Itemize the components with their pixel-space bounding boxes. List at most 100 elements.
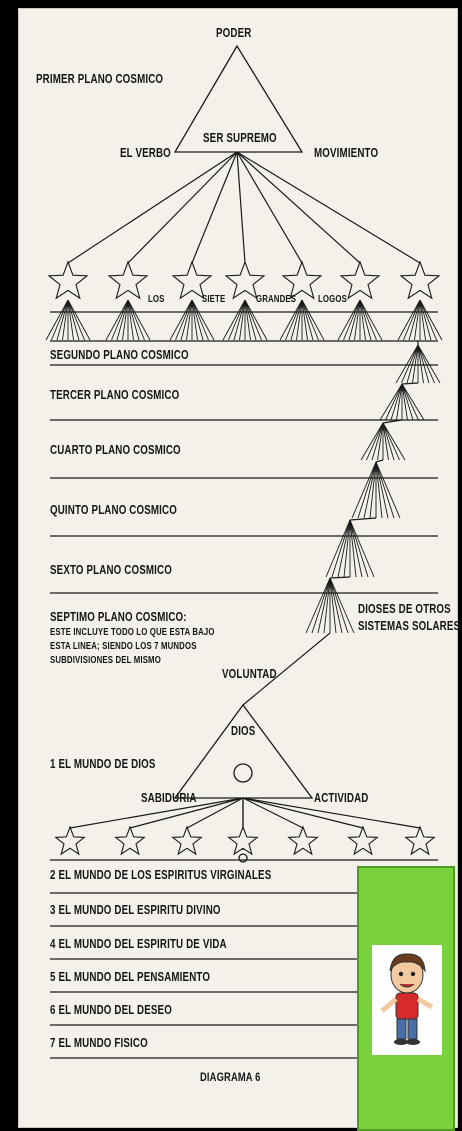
logos-star-fan bbox=[245, 300, 256, 340]
logos-star-fan bbox=[181, 300, 192, 340]
label-grandes: GRANDES bbox=[256, 293, 296, 307]
descending-fan bbox=[402, 384, 424, 420]
label-logos: LOGOS bbox=[318, 293, 347, 307]
label-tercer-plano: TERCER PLANO COSMICO bbox=[50, 388, 179, 402]
logos-star bbox=[401, 262, 439, 298]
ser-supremo-ray bbox=[237, 152, 302, 263]
dios-triangle bbox=[175, 705, 312, 798]
world-star bbox=[349, 827, 378, 854]
descending-fan bbox=[350, 520, 374, 577]
ser-supremo-ray bbox=[237, 152, 420, 263]
world-star bbox=[289, 827, 318, 854]
descending-fan bbox=[338, 520, 350, 577]
logos-star-fan bbox=[223, 300, 245, 340]
logos-star-fan bbox=[46, 300, 68, 340]
descending-fan bbox=[402, 384, 413, 420]
descending-fan bbox=[380, 384, 402, 420]
descending-fan bbox=[364, 462, 376, 518]
descending-fan bbox=[352, 462, 376, 518]
label-cuarto-plano: CUARTO PLANO COSMICO bbox=[50, 443, 181, 457]
label-mundo-5: 5 EL MUNDO DEL PENSAMIENTO bbox=[50, 970, 210, 984]
world-star bbox=[56, 827, 85, 854]
label-dioses-1: DIOSES DE OTROS bbox=[358, 602, 451, 616]
logos-star-fan bbox=[170, 300, 192, 340]
label-mundo-3: 3 EL MUNDO DEL ESPIRITU DIVINO bbox=[50, 903, 221, 917]
label-primer-plano: PRIMER PLANO COSMICO bbox=[36, 72, 163, 86]
label-mundo-7: 7 EL MUNDO FISICO bbox=[50, 1036, 148, 1050]
label-septimo-plano: SEPTIMO PLANO COSMICO: bbox=[50, 610, 187, 624]
ser-supremo-ray bbox=[128, 152, 237, 263]
world-star bbox=[173, 827, 202, 854]
cascade-connector bbox=[330, 577, 350, 578]
logos-star bbox=[49, 262, 87, 298]
descending-fan bbox=[391, 384, 402, 420]
label-mundo-1: 1 EL MUNDO DE DIOS bbox=[50, 757, 156, 771]
label-mundo-4: 4 EL MUNDO DEL ESPIRITU DE VIDA bbox=[50, 937, 227, 951]
logos-star-fan bbox=[302, 300, 313, 340]
label-septimo-note-3: SUBDIVISIONES DEL MISMO bbox=[50, 654, 161, 668]
cartoon-boy-image bbox=[372, 945, 442, 1055]
logos-star-fan bbox=[360, 300, 382, 340]
logos-star-fan bbox=[360, 300, 371, 340]
label-sexto-plano: SEXTO PLANO COSMICO bbox=[50, 563, 172, 577]
dios-circle bbox=[234, 764, 252, 782]
label-el-verbo: EL VERBO bbox=[120, 146, 171, 160]
label-mundo-6: 6 EL MUNDO DEL DESEO bbox=[50, 1003, 172, 1017]
logos-star-fan bbox=[68, 300, 90, 340]
descending-fan bbox=[396, 345, 418, 383]
label-mundo-2: 2 EL MUNDO DE LOS ESPIRITUS VIRGINALES bbox=[50, 868, 271, 882]
descending-fan bbox=[330, 578, 354, 633]
label-dioses-2: SISTEMAS SOLARES bbox=[358, 619, 460, 633]
descending-fan bbox=[418, 345, 440, 383]
descending-fan bbox=[326, 520, 350, 577]
logos-star-fan bbox=[420, 300, 431, 340]
cascade-connector bbox=[376, 460, 383, 462]
logos-star bbox=[109, 262, 147, 298]
descending-fan bbox=[418, 345, 429, 383]
descending-fan bbox=[372, 423, 383, 460]
world-star bbox=[406, 827, 435, 854]
ser-supremo-ray bbox=[237, 152, 245, 263]
cascade-connector bbox=[350, 518, 376, 520]
label-septimo-note-1: ESTE INCLUYE TODO LO QUE ESTA BAJO bbox=[50, 626, 215, 640]
descending-fan bbox=[330, 578, 342, 633]
label-septimo-note-2: ESTA LINEA; SIENDO LOS 7 MUNDOS bbox=[50, 640, 197, 654]
label-siete: SIETE bbox=[202, 293, 225, 307]
label-quinto-plano: QUINTO PLANO COSMICO bbox=[50, 503, 177, 517]
logos-star-fan bbox=[409, 300, 420, 340]
logos-star-fan bbox=[106, 300, 128, 340]
label-ser-supremo: SER SUPREMO bbox=[203, 131, 277, 145]
logos-star-fan bbox=[68, 300, 79, 340]
cartoon-boy-icon bbox=[372, 945, 442, 1055]
ser-supremo-ray bbox=[68, 152, 237, 263]
logos-star-fan bbox=[128, 300, 150, 340]
descending-fan bbox=[318, 578, 330, 633]
ser-supremo-ray bbox=[237, 152, 360, 263]
label-dios: DIOS bbox=[231, 724, 255, 738]
small-circle bbox=[239, 854, 247, 862]
descending-fan bbox=[407, 345, 418, 383]
logos-star-fan bbox=[57, 300, 68, 340]
logos-star-fan bbox=[128, 300, 139, 340]
ser-supremo-ray bbox=[192, 152, 237, 263]
cascade-connector bbox=[402, 383, 418, 384]
world-star bbox=[116, 827, 145, 854]
descending-fan bbox=[376, 462, 388, 518]
diagram-caption: DIAGRAMA 6 bbox=[200, 1070, 260, 1084]
label-segundo-plano: SEGUNDO PLANO COSMICO bbox=[50, 348, 189, 362]
label-actividad: ACTIVIDAD bbox=[314, 791, 368, 805]
label-voluntad: VOLUNTAD bbox=[222, 667, 277, 681]
descending-fan bbox=[383, 423, 394, 460]
logos-star-fan bbox=[349, 300, 360, 340]
descending-fan bbox=[350, 520, 362, 577]
logos-star-fan bbox=[420, 300, 442, 340]
logos-star-fan bbox=[234, 300, 245, 340]
logos-star-fan bbox=[117, 300, 128, 340]
descending-fan bbox=[383, 423, 405, 460]
label-los: LOS bbox=[148, 293, 165, 307]
logos-star-fan bbox=[398, 300, 420, 340]
label-movimiento: MOVIMIENTO bbox=[314, 146, 378, 160]
label-poder: PODER bbox=[216, 26, 251, 40]
world-star bbox=[229, 827, 258, 854]
label-sabiduria: SABIDURIA bbox=[141, 791, 197, 805]
